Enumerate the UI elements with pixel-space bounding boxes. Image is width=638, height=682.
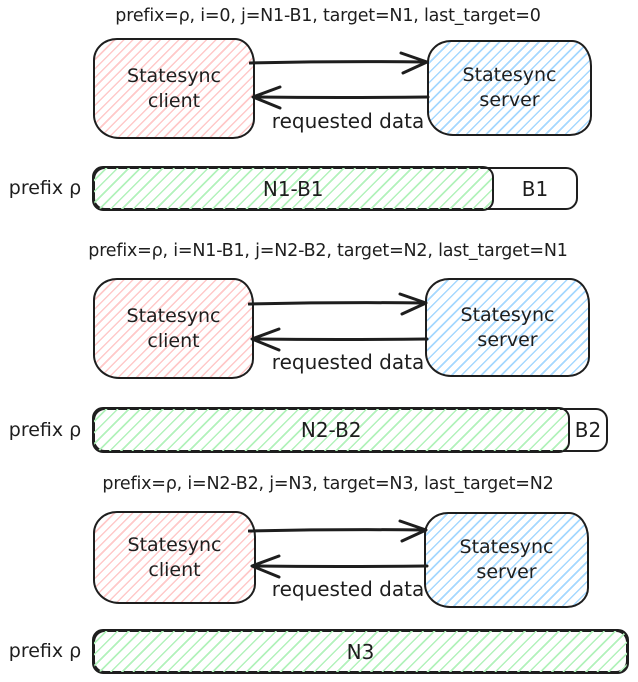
synced-segment: N2-B2 [92, 407, 571, 453]
statesync-client-label: Statesync client [127, 64, 221, 112]
synced-segment-label: N2-B2 [300, 418, 362, 442]
request-arrow [248, 519, 428, 543]
response-arrow-label: requested data [271, 350, 425, 374]
statesync-client-box: Statesync client [93, 511, 256, 604]
remaining-segment-label: B1 [521, 176, 549, 201]
statesync-server-label: Statesync server [459, 536, 554, 583]
synced-segment: N1-B1 [92, 166, 495, 211]
statesync-client-label: Statesync client [127, 533, 222, 581]
statesync-server-label: Statesync server [462, 64, 557, 111]
request-response-arrows [248, 519, 429, 579]
state-progress-bar: N3 [92, 629, 629, 674]
statesync-client-label: Statesync client [126, 304, 221, 352]
response-arrow [250, 327, 429, 352]
response-arrow-label: requested data [271, 577, 425, 601]
request-response-arrows [249, 51, 430, 110]
response-arrow-label: requested data [271, 109, 425, 133]
remaining-segment-label: B2 [574, 418, 602, 442]
synced-segment-label: N1-B1 [262, 176, 324, 201]
response-arrow [251, 85, 430, 110]
statesync-server-box: Statesync server [424, 512, 589, 608]
statesync-server-label: Statesync server [460, 303, 555, 351]
statesync-client-box: Statesync client [93, 38, 255, 139]
request-response-arrows [248, 292, 429, 352]
state-progress-bar: N1-B1 B1 [92, 166, 578, 211]
statesync-server-box: Statesync server [427, 40, 592, 136]
statesync-client-box: Statesync client [93, 278, 254, 379]
response-arrow [250, 554, 429, 579]
round-params-title: prefix=ρ, i=N2-B2, j=N3, target=N3, last… [102, 474, 554, 494]
synced-segment: N3 [92, 629, 629, 674]
request-arrow [248, 292, 428, 316]
prefix-label: prefix ρ [8, 640, 82, 662]
statesync-server-box: Statesync server [425, 278, 590, 377]
state-progress-bar: N2-B2 B2 [92, 407, 608, 453]
request-arrow [249, 51, 429, 75]
prefix-label: prefix ρ [8, 177, 82, 199]
synced-segment-label: N3 [346, 639, 375, 664]
prefix-label: prefix ρ [8, 419, 82, 441]
round-params-title: prefix=ρ, i=N1-B1, j=N2-B2, target=N2, l… [88, 241, 568, 261]
round-params-title: prefix=ρ, i=0, j=N1-B1, target=N1, last_… [115, 6, 541, 26]
